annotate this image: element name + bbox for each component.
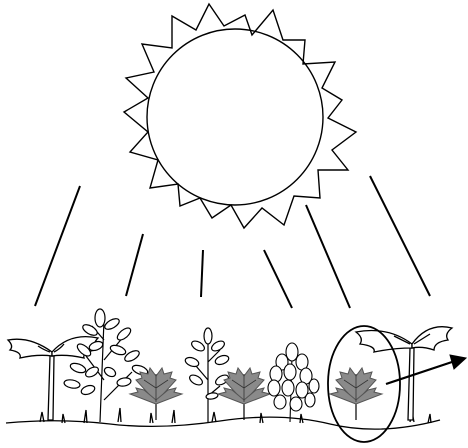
sunlight-ray-icon	[264, 250, 292, 308]
sunlight-ray-icon	[201, 250, 203, 297]
sun-rays-outline	[124, 4, 356, 228]
sun-disc	[147, 29, 323, 205]
sunlight-ray-icon	[35, 186, 80, 306]
leafy-shrub-icon	[63, 309, 148, 422]
sapling-icon	[184, 328, 230, 422]
fern-icon	[330, 368, 382, 420]
dense-bush-icon	[268, 343, 319, 422]
sunlight-rays	[35, 176, 430, 308]
pointer-arrow-icon	[386, 355, 466, 384]
sunlight-ray-icon	[306, 205, 350, 308]
ground-line	[6, 408, 440, 429]
sunlight-ray-icon	[126, 234, 143, 296]
sunlight-ray-icon	[370, 176, 430, 296]
sun-icon	[124, 4, 356, 228]
